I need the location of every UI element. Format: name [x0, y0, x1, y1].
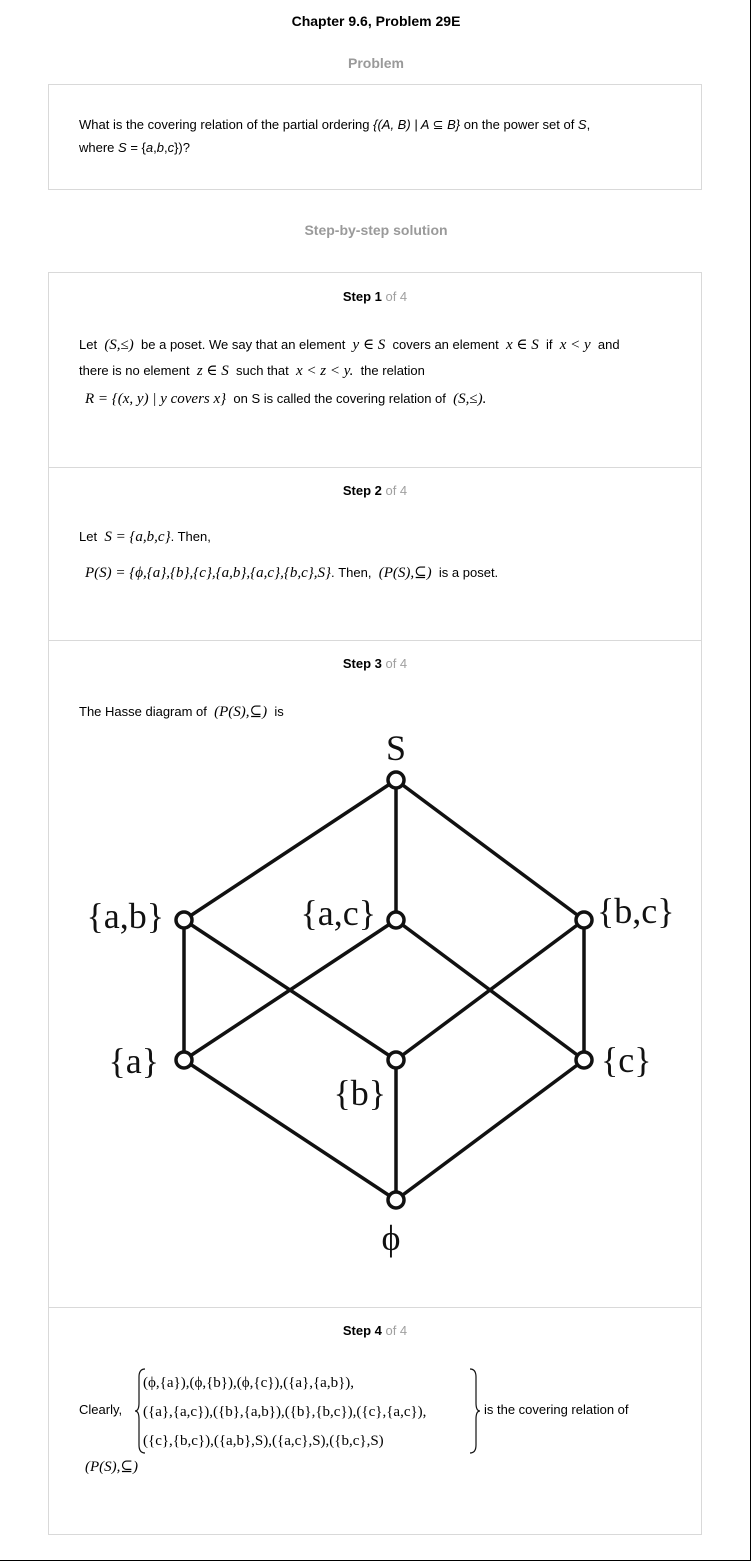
problem-var: S — [118, 140, 127, 155]
label-ab: {a,b} — [86, 896, 164, 936]
label-a: {a} — [108, 1041, 159, 1081]
node-ab — [174, 910, 194, 930]
problem-text-part: , — [586, 117, 591, 132]
problem-var: a — [145, 140, 154, 155]
set-row: ({a},{a,c}),({b},{a,b}),({b},{b,c}),({c}… — [143, 1404, 427, 1420]
set-row: (ϕ,{a}),(ϕ,{b}),(ϕ,{c}),({a},{a,b}), — [143, 1375, 355, 1391]
problem-var: c — [167, 140, 175, 155]
label-c: {c} — [601, 1040, 652, 1080]
page-title: Chapter 9.6, Problem 29E — [291, 13, 461, 29]
problem-heading: Problem — [347, 55, 404, 71]
step-2-line-2: P(S) = {ϕ,{a},{b},{c},{a,b},{a,c},{b,c},… — [85, 565, 499, 581]
step-4-clearly: Clearly, — [79, 1402, 123, 1417]
set-row: ({c},{b,c}),({a,b},S),({a,c},S),({b,c},S… — [143, 1433, 384, 1449]
edge-ac-a — [183, 918, 397, 1062]
hasse-edges — [182, 778, 586, 1202]
left-brace-icon — [135, 1368, 146, 1454]
node-S — [386, 770, 406, 790]
solution-heading: Step-by-step solution — [304, 222, 448, 238]
problem-var: S — [577, 117, 587, 132]
step-4: Step 4 of 4 Clearly, (ϕ,{a}),(ϕ,{b}),(ϕ,… — [48, 1307, 702, 1535]
node-c — [574, 1050, 594, 1070]
label-b: {b} — [333, 1073, 386, 1113]
problem-text-part: })? — [174, 140, 190, 155]
label-ac: {a,c} — [300, 893, 376, 933]
edge-bc-b — [394, 918, 586, 1062]
problem-box: What is the covering relation of the par… — [48, 84, 702, 190]
step-1-line-1: Let (S,≤) be a poset. We say that an ele… — [79, 337, 620, 353]
node-b — [386, 1050, 406, 1070]
node-bc — [574, 910, 594, 930]
problem-text-part: , — [153, 140, 157, 155]
step-1-line-2: there is no element z ∈ S such that x < … — [79, 363, 425, 379]
step-2: Step 2 of 4 Let S = {a,b,c}. Then, P(S) … — [48, 467, 702, 641]
problem-statement: What is the covering relation of the par… — [79, 113, 669, 159]
step-2-line-1: Let S = {a,b,c}. Then, — [79, 529, 211, 545]
node-ac — [386, 910, 406, 930]
right-brace-icon — [469, 1368, 480, 1454]
hasse-nodes — [174, 770, 594, 1210]
step-1: Step 1 of 4 Let (S,≤) be a poset. We say… — [48, 272, 702, 468]
hasse-diagram: S {a,b} {a,c} {b,c} {a} {b} {c} ϕ — [86, 730, 674, 1258]
step-1-line-3: R = {(x, y) | y covers x} on S is called… — [85, 391, 487, 407]
problem-text-part: where — [79, 140, 119, 155]
label-S: S — [386, 730, 406, 768]
problem-relation: {(A, B) | A ⊆ B} — [373, 117, 461, 132]
node-a — [174, 1050, 194, 1070]
edge-c-phi — [394, 1058, 586, 1202]
problem-text-part: What is the covering relation of the par… — [79, 117, 374, 132]
problem-text-part: on the power set of — [460, 117, 578, 132]
step-3-line-1: The Hasse diagram of (P(S),⊆) is — [79, 704, 284, 720]
step-1-heading: Step 1 of 4 — [342, 289, 408, 304]
covering-relation-set: (ϕ,{a}),(ϕ,{b}),(ϕ,{c}),({a},{a,b}), ({a… — [143, 1369, 426, 1456]
edge-S-ab — [183, 778, 397, 922]
problem-var: b — [156, 140, 164, 155]
node-phi — [386, 1190, 406, 1210]
hasse-labels: S {a,b} {a,c} {b,c} {a} {b} {c} ϕ — [86, 730, 674, 1258]
problem-text-part: , — [163, 140, 168, 155]
edge-a-phi — [183, 1058, 397, 1202]
step-4-tail: is the covering relation of — [484, 1402, 629, 1417]
edge-S-bc — [394, 778, 586, 922]
step-3-heading: Step 3 of 4 — [342, 656, 408, 671]
label-bc: {b,c} — [597, 891, 675, 931]
step-2-heading: Step 2 of 4 — [342, 483, 408, 498]
step-3: Step 3 of 4 The Hasse diagram of (P(S),⊆… — [48, 640, 702, 1308]
problem-text-part: = { — [126, 140, 146, 155]
label-phi: ϕ — [382, 1218, 401, 1258]
step-4-heading: Step 4 of 4 — [342, 1323, 408, 1338]
step-4-final: (P(S),⊆) — [85, 1459, 138, 1475]
